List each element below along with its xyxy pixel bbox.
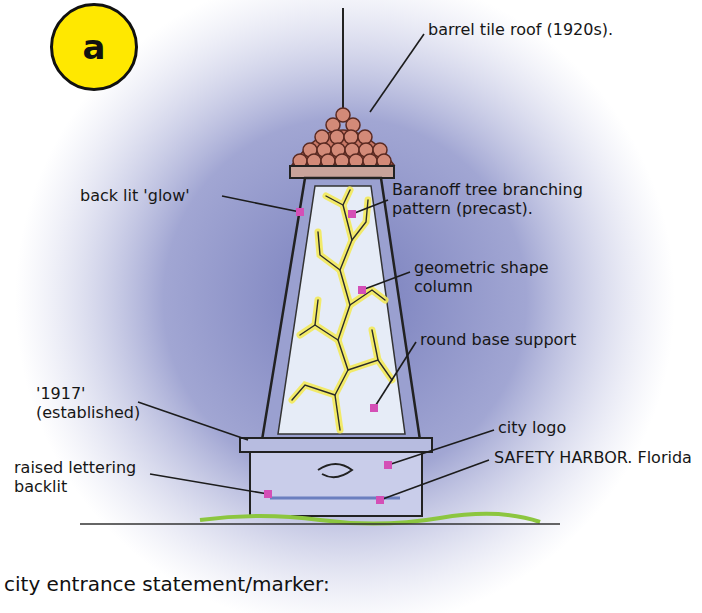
callout-label: city logo — [498, 418, 618, 437]
callout-label: geometric shape column — [414, 258, 564, 296]
callout-label: SAFETY HARBOR. Florida — [494, 448, 694, 467]
figure-tag-circle: a — [50, 3, 138, 91]
night-glow — [15, 0, 675, 613]
tree-branching-pattern — [292, 190, 392, 430]
figure-letter: a — [83, 27, 106, 67]
callout-label: '1917' (established) — [36, 384, 146, 422]
callout-markers — [264, 208, 392, 504]
callout-label: raised lettering backlit — [14, 458, 149, 496]
roof-cap — [290, 166, 394, 178]
barrel-tile-roof — [292, 108, 394, 168]
caption: city entrance statement/marker: — [4, 572, 330, 596]
ground-grass — [200, 514, 540, 524]
callout-label: back lit 'glow' — [80, 186, 220, 205]
spire — [342, 8, 344, 112]
city-logo-mark — [318, 464, 352, 477]
callout-label: round base support — [420, 330, 620, 349]
column-panel — [278, 186, 405, 434]
base-cap — [240, 438, 432, 452]
callout-label: Baranoff tree branching pattern (precast… — [392, 180, 612, 218]
callout-label: barrel tile roof (1920s). — [428, 20, 668, 39]
ground-line — [80, 523, 560, 525]
